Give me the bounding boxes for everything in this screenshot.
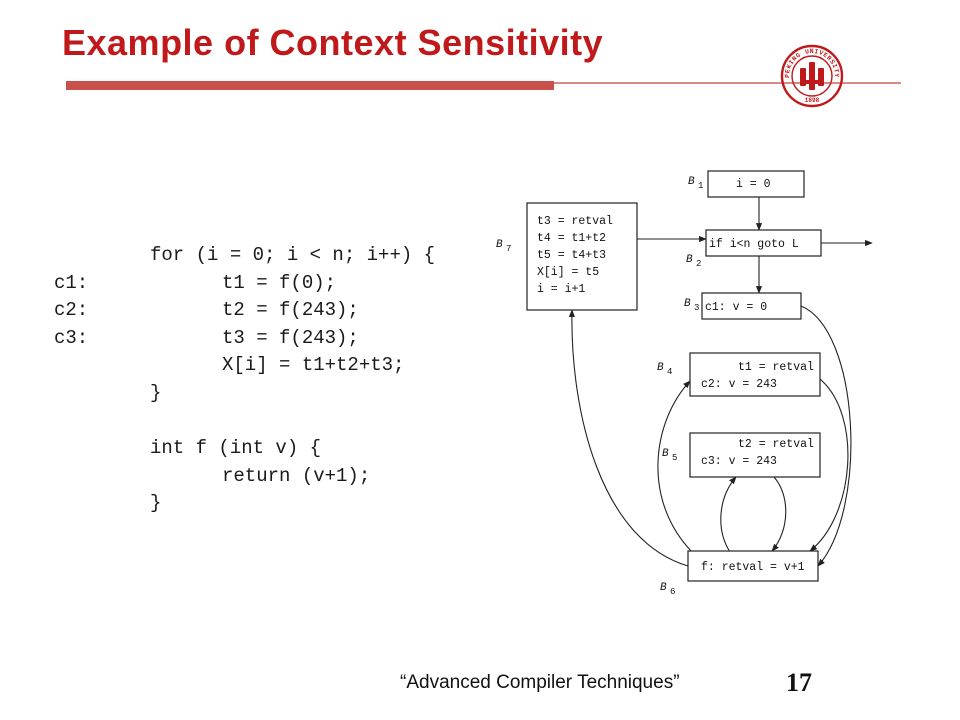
block-label-subscript: 6 xyxy=(670,587,675,597)
block-label: B xyxy=(686,254,693,266)
edge-b5-b6 xyxy=(771,476,787,552)
block-code-line: c2: v = 243 xyxy=(701,378,777,391)
block-box xyxy=(701,292,802,320)
block-label-subscript: 2 xyxy=(696,259,701,269)
block-b7: t3 = retval t4 = t1+t2 t5 = t4+t3X[i] = t5… xyxy=(496,202,638,311)
block-code-line: c1: v = 0 xyxy=(705,301,767,314)
block-label-subscript: 4 xyxy=(667,367,672,377)
block-label: B xyxy=(684,298,691,310)
edge-b6-b4 xyxy=(657,380,693,553)
footer-course-title: “Advanced Compiler Techniques” xyxy=(400,672,680,693)
block-code-line: i = 0 xyxy=(736,178,771,191)
block-code-line: if i<n goto L xyxy=(709,238,799,251)
code-text: return (v+1); xyxy=(222,464,371,487)
block-code-line: f: retval = v+1 xyxy=(701,561,805,574)
block-label: B xyxy=(496,239,503,251)
edge-b4-b6 xyxy=(809,378,849,552)
university-logo: PEKING UNIVERSITY 1898 xyxy=(780,44,844,108)
block-label: B xyxy=(660,582,667,594)
block-box xyxy=(707,170,805,198)
edge-b6-b7 xyxy=(568,309,689,567)
block-box xyxy=(687,550,819,582)
code-text: int f (int v) { xyxy=(150,437,322,460)
block-code-line: t3 = retval xyxy=(537,215,613,228)
block-label: B xyxy=(688,176,695,188)
block-box xyxy=(705,229,822,257)
block-label-subscript: 1 xyxy=(698,181,703,191)
edge-b6-b5 xyxy=(720,476,737,553)
code-text: t1 = f(0); xyxy=(222,271,337,294)
code-text: X[i] = t1+t2+t3; xyxy=(222,354,405,377)
block-code-line: t2 = retval xyxy=(738,438,814,451)
block-code-line: t5 = t4+t3 xyxy=(537,249,606,262)
block-box xyxy=(689,352,821,397)
block-label-subscript: 5 xyxy=(672,453,677,463)
title-underline-thin xyxy=(554,82,901,84)
logo-year: 1898 xyxy=(805,97,820,104)
block-code-line: t1 = retval xyxy=(738,361,814,374)
code-text: for (i = 0; i < n; i++) { xyxy=(150,244,436,266)
block-code-line: t4 = t1+t2 xyxy=(537,232,606,245)
logo-emblem xyxy=(800,62,824,90)
slide-title: Example of Context Sensitivity xyxy=(62,22,604,63)
block-code-line: X[i] = t5 xyxy=(537,266,599,279)
block-label-subscript: 3 xyxy=(694,303,699,313)
block-label-subscript: 7 xyxy=(506,244,511,254)
block-box xyxy=(689,432,821,478)
call-site-label: c3: xyxy=(54,326,89,349)
block-label: B xyxy=(657,362,664,374)
block-code-line: i = i+1 xyxy=(537,283,585,296)
block-code-line: c3: v = 243 xyxy=(701,455,777,468)
code-text: } xyxy=(150,381,162,404)
code-text: t2 = f(243); xyxy=(222,299,359,322)
edge-b3-b6 xyxy=(800,305,852,567)
block-box xyxy=(526,202,638,311)
page-number: 17 xyxy=(786,668,812,697)
title-underline-thick xyxy=(66,81,554,90)
code-text: t3 = f(243); xyxy=(222,326,359,349)
block-label: B xyxy=(662,448,669,460)
code-text: } xyxy=(150,492,162,515)
call-site-label: c2: xyxy=(54,299,89,322)
call-site-label: c1: xyxy=(54,271,89,294)
